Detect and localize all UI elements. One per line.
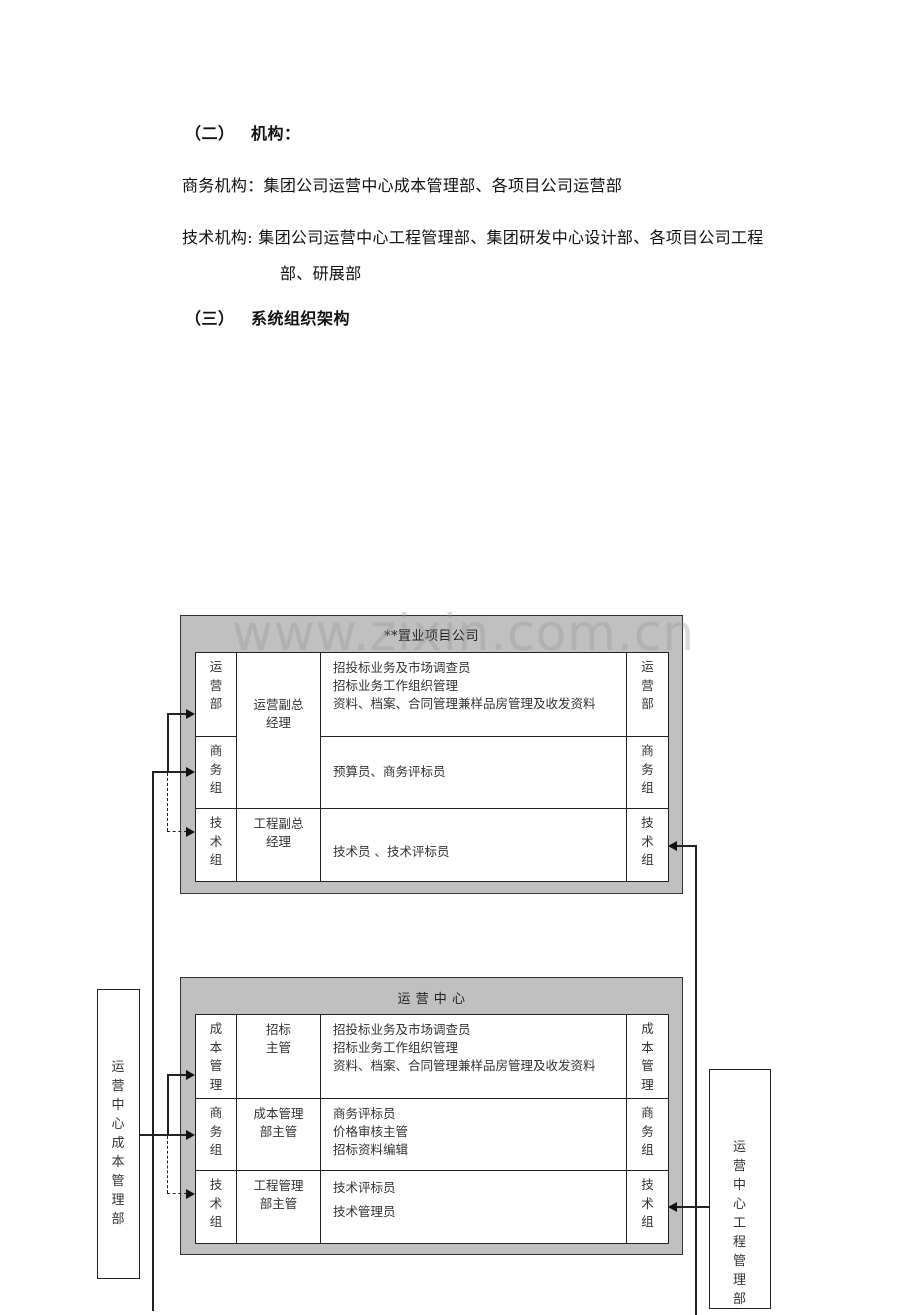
unit-cell: 商务组 [626, 1098, 669, 1171]
connector-line [167, 1074, 169, 1134]
connector-line [167, 1074, 187, 1076]
section-number: （二） [185, 124, 235, 143]
unit-cell: 商务组 [195, 1098, 237, 1171]
table-row: 商务组 预算员、商务评标员 商务组 [195, 736, 669, 809]
manager-cell: 工程副总经理 [236, 808, 321, 882]
unit-cell: 成本管理 [626, 1014, 669, 1099]
section-heading-2: （二） 机构： [185, 120, 301, 144]
section-title: 系统组织架构 [251, 309, 351, 328]
arrow-right-icon [186, 1070, 195, 1080]
engineering-dept-box: 运营中心工程管理部 [709, 1069, 771, 1309]
arrow-right-icon [186, 827, 195, 837]
arrow-right-icon [186, 709, 195, 719]
technical-label: 技术机构: [182, 228, 253, 247]
connector-line [167, 713, 169, 771]
technical-text: 集团公司运营中心工程管理部、集团研发中心设计部、各项目公司工程 [258, 228, 764, 247]
section-heading-3: （三） 系统组织架构 [185, 305, 350, 329]
unit-cell: 技术组 [195, 1170, 237, 1244]
manager-cell: 工程管理部主管 [236, 1170, 321, 1244]
connector-line [140, 1134, 187, 1136]
business-text: 集团公司运营中心成本管理部、各项目公司运营部 [263, 176, 623, 195]
connector-line [695, 845, 697, 1315]
table-row: 商务组 成本管理部主管 商务评标员 价格审核主管 招标资料编辑 商务组 [195, 1098, 669, 1171]
business-label: 商务机构： [182, 176, 264, 195]
duties-cell: 招投标业务及市场调查员 招标业务工作组织管理 资料、档案、合同管理兼样品房管理及… [320, 652, 627, 737]
arrow-right-icon [186, 1130, 195, 1140]
arrow-left-icon [668, 1202, 677, 1212]
cost-dept-box: 运营中心成本管理部 [97, 989, 140, 1279]
connector-line [152, 771, 154, 1311]
duties-cell: 商务评标员 价格审核主管 招标资料编辑 [320, 1098, 627, 1171]
technical-continuation: 部、研展部 [280, 264, 362, 283]
manager-cell: 招标主管 [236, 1014, 321, 1099]
business-paragraph: 商务机构：集团公司运营中心成本管理部、各项目公司运营部 [182, 172, 622, 196]
technical-paragraph: 技术机构: 集团公司运营中心工程管理部、集团研发中心设计部、各项目公司工程 [182, 224, 764, 248]
arrow-right-icon [186, 1189, 195, 1199]
connector-line [676, 1206, 710, 1208]
duties-cell: 技术员 、技术评标员 [320, 808, 627, 882]
unit-cell: 技术组 [195, 808, 237, 882]
duties-cell: 预算员、商务评标员 [320, 736, 627, 809]
dashed-connector [167, 831, 187, 832]
unit-cell: 技术组 [626, 808, 669, 882]
duties-cell: 技术评标员 技术管理员 [320, 1170, 627, 1244]
table-row: 运营部 运营副总经理 招投标业务及市场调查员 招标业务工作组织管理 资料、档案、… [195, 652, 669, 809]
duties-cell: 招投标业务及市场调查员 招标业务工作组织管理 资料、档案、合同管理兼样品房管理及… [320, 1014, 627, 1099]
dashed-connector [167, 1193, 187, 1194]
unit-cell: 成本管理 [195, 1014, 237, 1099]
connector-line [167, 713, 187, 715]
unit-cell: 技术组 [626, 1170, 669, 1244]
arrow-left-icon [668, 841, 677, 851]
cost-dept-label: 运营中心成本管理部 [111, 1060, 125, 1227]
operation-center-table: 成本管理 招标主管 招投标业务及市场调查员 招标业务工作组织管理 资料、档案、合… [195, 1014, 669, 1244]
connector-line [676, 845, 696, 847]
unit-cell: 运营部 [626, 652, 669, 737]
unit-cell: 商务组 [626, 736, 669, 809]
project-company-table: 运营部 运营副总经理 招投标业务及市场调查员 招标业务工作组织管理 资料、档案、… [195, 652, 669, 882]
table-row: 技术组 工程管理部主管 技术评标员 技术管理员 技术组 [195, 1170, 669, 1244]
frame-title: 运 营 中 心 [397, 992, 466, 1007]
frame-title: **置业项目公司 [383, 629, 479, 644]
dashed-connector [167, 773, 168, 831]
unit-cell: 运营部 [195, 652, 237, 737]
connector-line [152, 771, 187, 773]
engineering-dept-label: 运营中心工程管理部 [733, 1140, 747, 1307]
table-row: 技术组 工程副总经理 技术员 、技术评标员 技术组 [195, 808, 669, 882]
dashed-connector [167, 1136, 168, 1193]
arrow-right-icon [186, 767, 195, 777]
table-row: 成本管理 招标主管 招投标业务及市场调查员 招标业务工作组织管理 资料、档案、合… [195, 1014, 669, 1099]
manager-cell: 成本管理部主管 [236, 1098, 321, 1171]
unit-cell: 商务组 [195, 736, 237, 809]
section-number: （三） [185, 309, 235, 328]
manager-cell: 运营副总经理 [236, 652, 321, 809]
section-title: 机构： [251, 124, 301, 143]
